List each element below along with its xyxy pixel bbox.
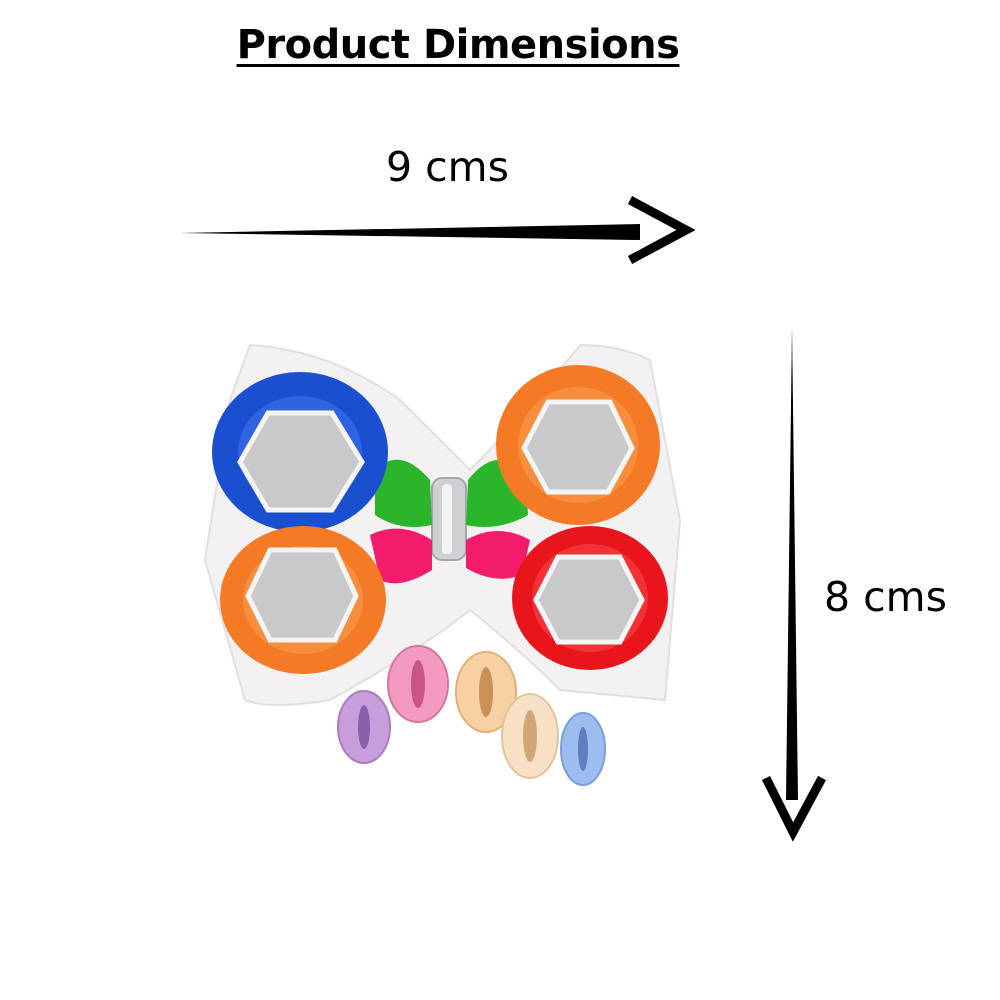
cowrie-shells <box>337 645 606 786</box>
height-arrow <box>761 326 826 842</box>
product-image <box>203 343 682 786</box>
cowrie-shell-blue <box>560 712 606 786</box>
orange-mirror-motif-top <box>496 365 660 525</box>
page-title: Product Dimensions <box>236 22 680 68</box>
cowrie-shell-purple <box>337 690 391 764</box>
height-dimension-label: 8 cms <box>824 573 947 621</box>
green-knot <box>375 459 528 528</box>
width-arrow <box>180 196 696 264</box>
pink-knot <box>370 528 530 584</box>
red-mirror-motif <box>512 526 668 670</box>
cowrie-shell-peach <box>455 651 517 733</box>
cowrie-shell-pink <box>387 645 449 723</box>
cowrie-shell-cream <box>501 693 559 779</box>
orange-mirror-motif-bottom <box>220 526 386 674</box>
blue-mirror-motif <box>212 372 388 532</box>
width-dimension-label: 9 cms <box>386 143 509 191</box>
